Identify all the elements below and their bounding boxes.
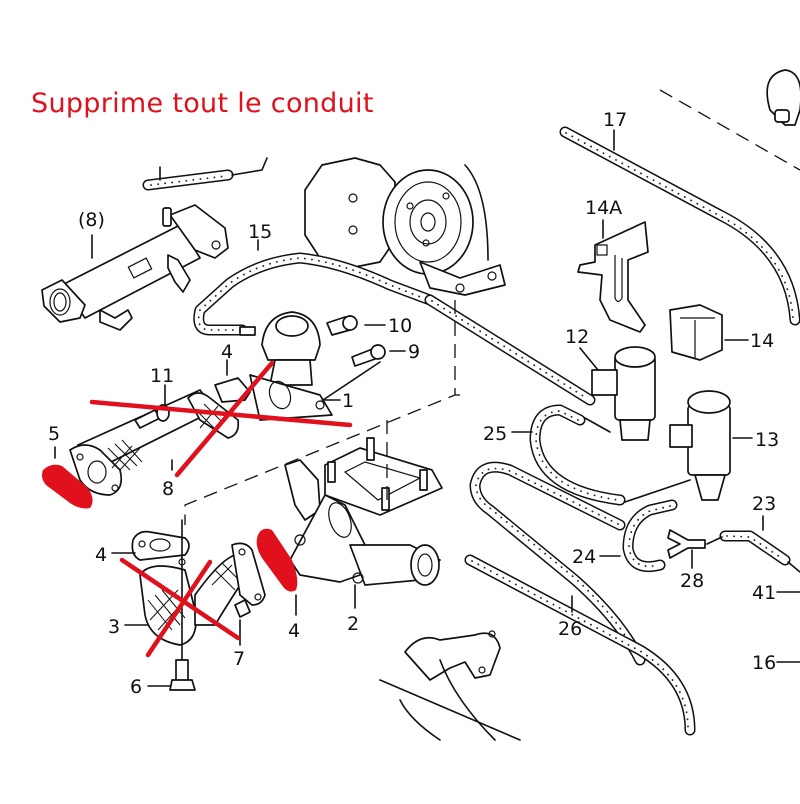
label-15: 15 xyxy=(248,221,272,243)
hose-17 xyxy=(559,89,800,326)
label-4-lower-left: 4 xyxy=(95,544,107,566)
egr-pipe-3 xyxy=(111,519,266,691)
egr-valve xyxy=(239,311,406,421)
y-connector-28 xyxy=(667,529,706,569)
red-cross-line xyxy=(119,557,241,641)
exhaust-downpipe xyxy=(379,630,521,741)
label-10: 10 xyxy=(388,315,412,337)
hose-26 xyxy=(464,554,696,736)
label-8: 8 xyxy=(162,478,174,500)
alignment-line-1 xyxy=(184,300,456,525)
label-14a: 14A xyxy=(585,197,622,219)
hose-lower-loop xyxy=(469,461,646,666)
solenoid-valve-13 xyxy=(669,390,753,501)
hose-15 xyxy=(193,239,436,336)
hose-clamp xyxy=(766,69,800,126)
red-cross-line xyxy=(174,360,275,478)
egr-cooler xyxy=(41,204,229,331)
label-11: 11 xyxy=(150,365,174,387)
annotation-title: Supprime tout le conduit xyxy=(31,88,374,119)
hose-main-diagonal xyxy=(424,294,596,406)
label-4-upper: 4 xyxy=(221,341,233,363)
label-1: 1 xyxy=(342,390,354,412)
label-8-cooler: (8) xyxy=(78,209,105,231)
blanking-plate-5 xyxy=(42,464,93,509)
label-3: 3 xyxy=(108,616,120,638)
label-6: 6 xyxy=(130,676,142,698)
label-7: 7 xyxy=(233,648,245,670)
label-16: 16 xyxy=(752,652,776,674)
label-2: 2 xyxy=(347,613,359,635)
label-23: 23 xyxy=(752,493,776,515)
label-25: 25 xyxy=(483,423,507,445)
solenoid-valve-12 xyxy=(579,346,656,441)
label-5: 5 xyxy=(48,423,60,445)
label-14: 14 xyxy=(750,330,774,352)
red-cross-line xyxy=(145,559,213,658)
label-9: 9 xyxy=(408,341,420,363)
label-12: 12 xyxy=(565,326,589,348)
label-17: 17 xyxy=(603,109,627,131)
red-markup xyxy=(42,360,353,658)
label-4-lower-right: 4 xyxy=(288,620,300,642)
label-26: 26 xyxy=(558,618,582,640)
exhaust-manifold-2 xyxy=(284,420,443,609)
label-24: 24 xyxy=(572,546,596,568)
hose-24 xyxy=(599,499,678,573)
label-13: 13 xyxy=(755,429,779,451)
label-28: 28 xyxy=(680,570,704,592)
red-cross-line xyxy=(89,399,353,428)
small-hose-top xyxy=(142,157,268,191)
hose-25 xyxy=(511,404,691,506)
holder-14 xyxy=(669,304,749,361)
blanking-plate-4 xyxy=(256,528,298,592)
bracket-14a xyxy=(577,219,649,333)
turbocharger xyxy=(304,157,506,296)
label-41: 41 xyxy=(752,582,776,604)
hose-23 xyxy=(706,515,800,573)
